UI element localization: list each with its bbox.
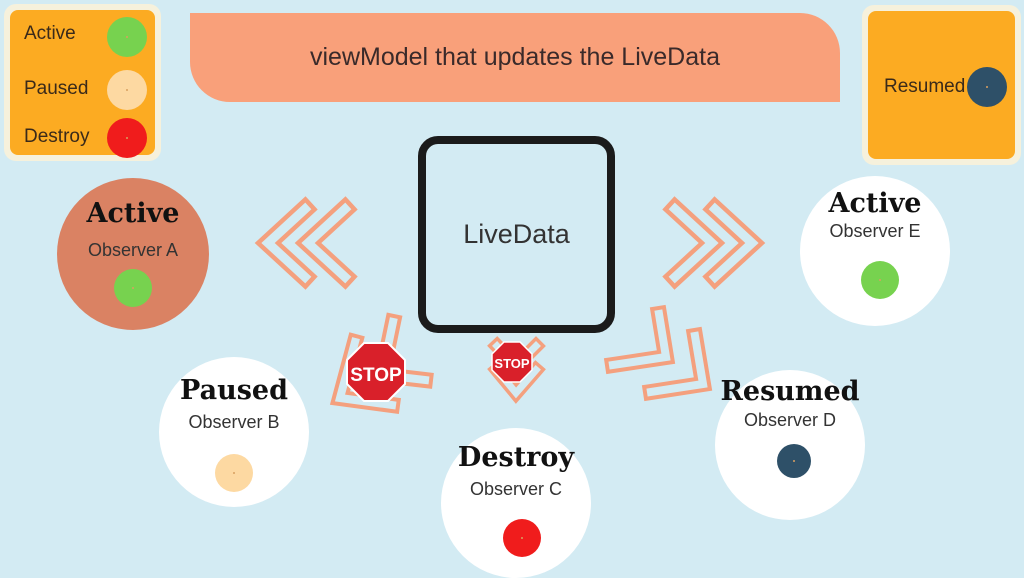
observer-c-status-dot-icon bbox=[503, 519, 541, 557]
observer-b-state: Paused bbox=[180, 375, 288, 406]
legend-dot-resumed-icon bbox=[967, 67, 1007, 107]
legend-dot-paused-icon bbox=[107, 70, 147, 110]
observer-c: Destroy Observer C bbox=[441, 428, 591, 578]
observer-e-state: Active bbox=[828, 188, 922, 219]
observer-a-state: Active bbox=[86, 198, 180, 229]
down-right-chevrons-icon bbox=[603, 304, 713, 402]
stop-label-large: STOP bbox=[350, 365, 402, 386]
observer-d-name: Observer D bbox=[743, 410, 837, 430]
stop-sign-large-icon: STOP bbox=[346, 342, 406, 402]
legend-label-resumed: Resumed bbox=[884, 76, 966, 97]
stop-label-small: STOP bbox=[494, 356, 529, 371]
livedata-box: LiveData bbox=[418, 136, 615, 333]
observer-c-state: Destroy bbox=[457, 442, 575, 473]
state-legend: Active Paused Destroy bbox=[4, 4, 161, 161]
resumed-legend: Resumed bbox=[862, 5, 1021, 165]
viewmodel-header: viewModel that updates the LiveData bbox=[190, 13, 840, 102]
observer-b-name: Observer B bbox=[188, 412, 280, 432]
observer-d-status-dot-icon bbox=[777, 444, 811, 478]
legend-dot-active-icon bbox=[107, 17, 147, 57]
observer-b: Paused Observer B bbox=[159, 357, 309, 507]
observer-c-name: Observer C bbox=[469, 479, 563, 499]
observer-e-name: Observer E bbox=[829, 221, 921, 241]
legend-label-active: Active bbox=[24, 23, 76, 44]
stop-sign-small-icon: STOP bbox=[491, 341, 533, 383]
right-chevrons-icon bbox=[662, 196, 766, 290]
left-chevrons-icon bbox=[254, 196, 358, 290]
observer-b-status-dot-icon bbox=[215, 454, 253, 492]
legend-label-paused: Paused bbox=[24, 78, 89, 99]
observer-d: Resumed Observer D bbox=[715, 370, 865, 520]
observer-e: Active Observer E bbox=[800, 176, 950, 326]
observer-a-status-dot-icon bbox=[114, 269, 152, 307]
legend-dot-destroy-icon bbox=[107, 118, 147, 158]
observer-a-name: Observer A bbox=[87, 240, 179, 260]
legend-label-destroy: Destroy bbox=[24, 126, 90, 147]
observer-e-status-dot-icon bbox=[861, 261, 899, 299]
observer-a: Active Observer A bbox=[57, 178, 209, 330]
observer-d-state: Resumed bbox=[720, 376, 860, 407]
